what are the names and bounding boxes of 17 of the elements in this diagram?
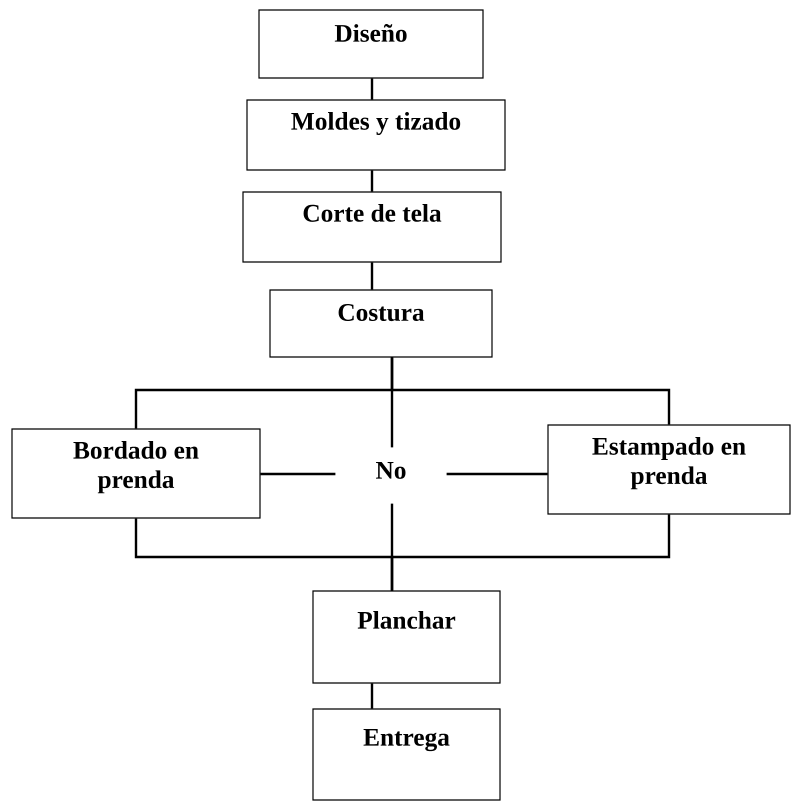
connector-line	[370, 684, 374, 708]
process-box: Estampado en prenda	[547, 424, 791, 515]
connector-line	[370, 170, 374, 192]
process-box: Corte de tela	[242, 191, 502, 263]
process-box: Planchar	[312, 590, 501, 684]
connector-line	[260, 472, 336, 476]
process-box: Diseño	[258, 9, 484, 79]
connector-line	[370, 262, 374, 290]
connector-line	[446, 472, 548, 476]
process-box: Entrega	[312, 708, 501, 801]
connector-line	[390, 514, 670, 590]
process-box: Costura	[269, 289, 493, 358]
connector-line	[390, 358, 670, 424]
process-box: Bordado en prenda	[11, 428, 261, 519]
connector-line	[370, 78, 374, 100]
process-box: Moldes y tizado	[246, 99, 506, 171]
decision-label: No	[376, 462, 406, 479]
